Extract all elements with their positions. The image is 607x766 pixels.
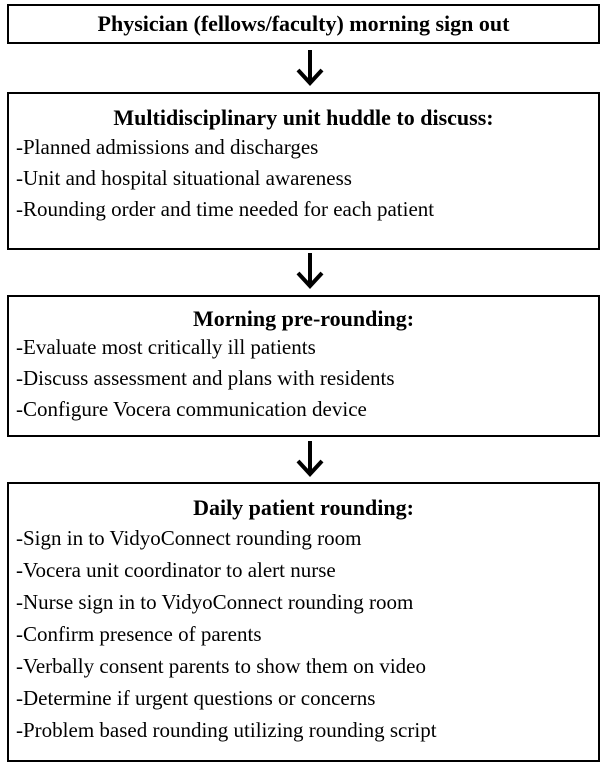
step-item: -Determine if urgent questions or concer… (16, 686, 376, 710)
step-item: -Problem based rounding utilizing roundi… (16, 718, 437, 742)
step-item: -Discuss assessment and plans with resid… (16, 366, 395, 390)
arrow-down-icon (296, 253, 324, 289)
step-title-sign-out: Physician (fellows/faculty) morning sign… (97, 11, 510, 36)
step-box-daily-rounding: Daily patient rounding: -Sign in to Vidy… (7, 482, 600, 762)
step-item: -Vocera unit coordinator to alert nurse (16, 558, 336, 582)
step-item: -Rounding order and time needed for each… (16, 196, 435, 221)
step-box-pre-rounding: Morning pre-rounding: -Evaluate most cri… (7, 295, 600, 437)
arrow-down-icon (296, 50, 324, 86)
step-item: -Confirm presence of parents (16, 622, 262, 646)
step-item: -Verbally consent parents to show them o… (16, 654, 426, 678)
step-item: -Unit and hospital situational awareness (16, 165, 352, 190)
step-box-sign-out: Physician (fellows/faculty) morning sign… (7, 4, 600, 44)
step-title-daily-rounding: Daily patient rounding: (193, 495, 414, 520)
step-item: -Nurse sign in to VidyoConnect rounding … (16, 590, 414, 614)
step-item: -Configure Vocera communication device (16, 397, 367, 421)
step-title-pre-rounding: Morning pre-rounding: (192, 306, 415, 331)
step-box-huddle: Multidisciplinary unit huddle to discuss… (7, 92, 600, 250)
step-item: -Evaluate most critically ill patients (16, 335, 316, 359)
step-item: -Sign in to VidyoConnect rounding room (16, 526, 362, 550)
step-title-huddle: Multidisciplinary unit huddle to discuss… (113, 105, 494, 130)
step-item: -Planned admissions and discharges (16, 135, 319, 159)
arrow-down-icon (296, 441, 324, 477)
